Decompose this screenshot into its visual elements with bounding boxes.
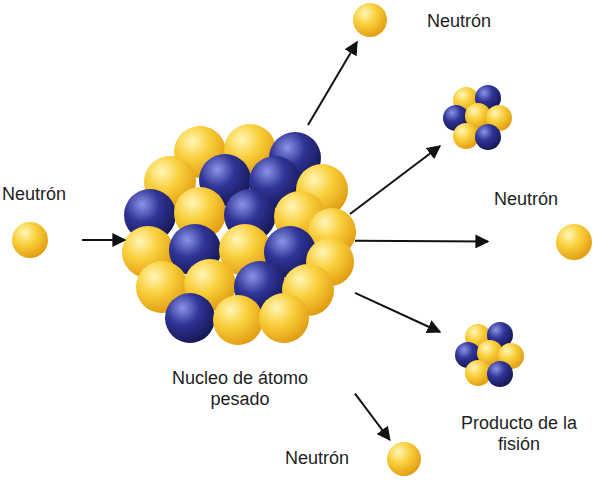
product-node: Producto de la fisión <box>440 308 598 458</box>
nucleus-node: Nucleo de átomo pesado <box>125 125 355 415</box>
emission-arrow <box>355 293 440 332</box>
nucleus-cluster <box>122 124 356 345</box>
emission-arrow <box>82 239 125 241</box>
node-label: Nucleo de átomo pesado <box>170 368 310 411</box>
emission-arrow <box>355 394 390 440</box>
fission-fragment <box>455 322 524 387</box>
neutron-ball <box>556 224 592 260</box>
node-label: Producto de la fisión <box>459 413 579 456</box>
node-label: Neutrón <box>427 11 491 33</box>
emission-arrow <box>355 240 488 243</box>
neutron-node: Neutrón <box>350 2 495 42</box>
neutron-ball <box>12 222 48 258</box>
node-label: Neutrón <box>285 448 349 470</box>
emission-arrow <box>308 42 357 125</box>
neutron-node: Neutrón <box>283 440 423 478</box>
neutron-ball <box>353 3 387 37</box>
neutron-node: Neutrón <box>488 185 598 263</box>
node-label: Neutrón <box>2 184 66 206</box>
neutron-node: Neutrón <box>2 180 82 262</box>
fission-fragment <box>443 85 512 150</box>
neutron-ball <box>387 442 421 476</box>
node-label: Neutrón <box>494 189 558 211</box>
emission-arrow <box>350 146 440 214</box>
